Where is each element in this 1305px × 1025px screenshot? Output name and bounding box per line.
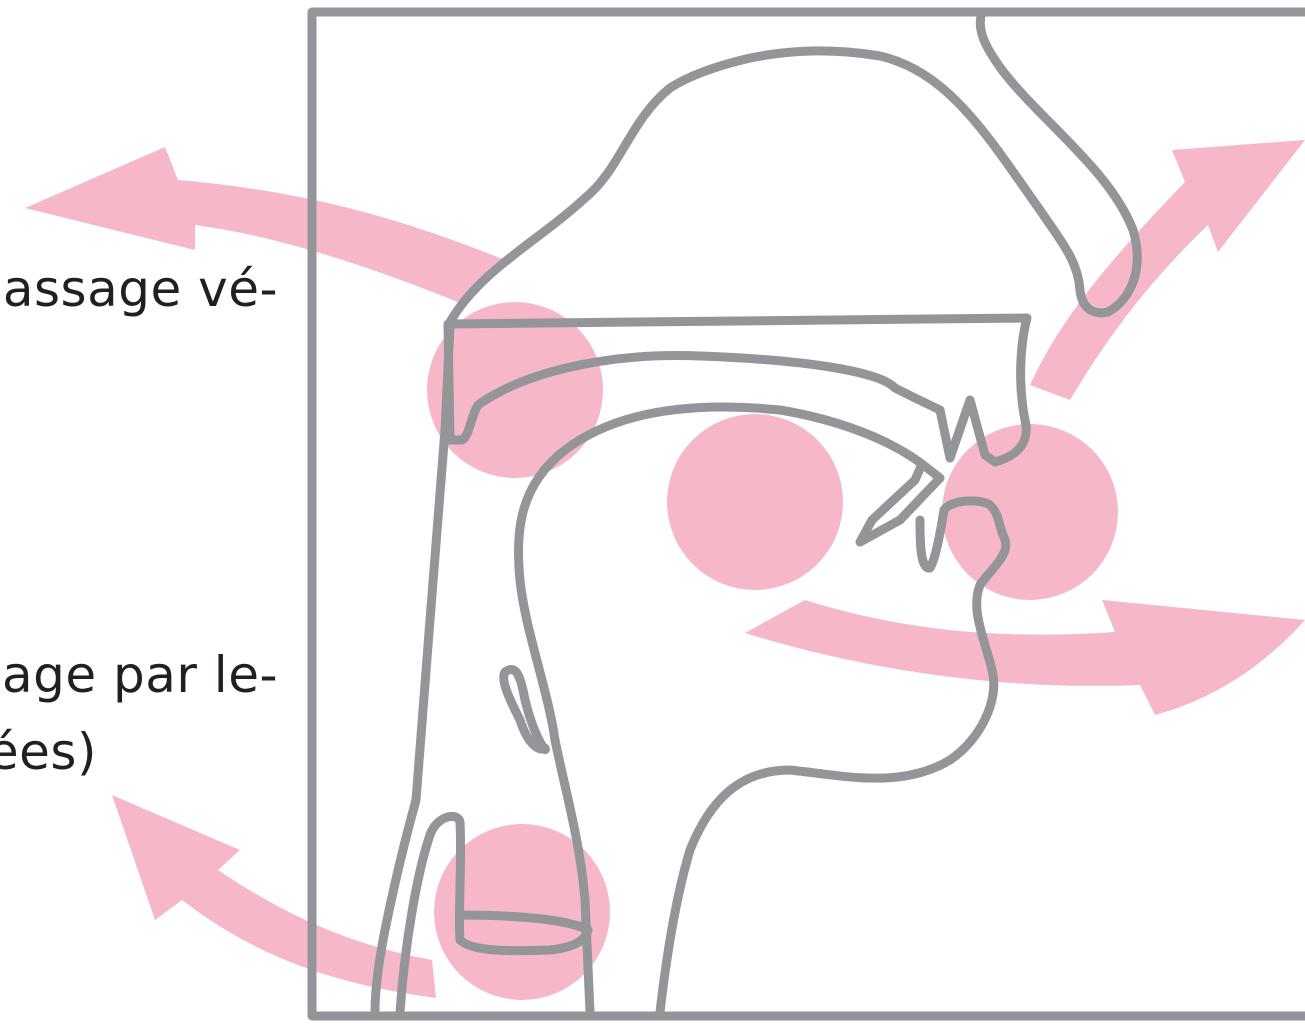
nasal-cavity-outline	[450, 12, 1137, 322]
nasal-airflow-left-arrow-icon	[25, 147, 505, 305]
lips-region	[942, 424, 1118, 600]
oral-airflow-arrow-icon	[745, 600, 1305, 715]
lower-lip-outline	[920, 510, 944, 568]
oral-cavity-region	[667, 414, 843, 590]
larynx-airflow-arrow-icon	[112, 795, 436, 998]
airflow-arrows	[25, 140, 1305, 998]
teeth-outline	[860, 464, 940, 542]
